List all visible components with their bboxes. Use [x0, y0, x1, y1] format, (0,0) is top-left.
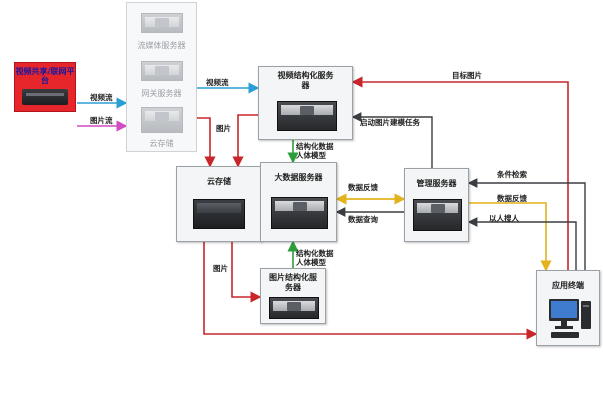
- platform-label: 视频共享/联网平台: [15, 67, 75, 85]
- data-feedback-label-1: 数据反馈: [348, 183, 378, 192]
- edge-storage-to-terminal: [203, 242, 538, 340]
- video-struct-server-label: 视频结构化服务 器: [277, 71, 334, 90]
- mgmt-server-node: 管理服务器: [404, 168, 469, 242]
- image-label-1: 图片: [216, 124, 231, 133]
- platform-device-icon: [22, 89, 68, 105]
- edge-image-1: [197, 117, 216, 168]
- gateway-server-icon: [141, 61, 183, 81]
- edge-start-modeling: [351, 112, 433, 168]
- cloud-storage-node: 云存储: [176, 166, 262, 242]
- start-modeling-label: 启动图片建模任务: [360, 118, 420, 127]
- storage-icon: [141, 107, 183, 133]
- server-icon: [269, 297, 319, 319]
- target-image-label: 目标图片: [452, 71, 482, 80]
- server-icon: [271, 197, 328, 229]
- app-terminal-label: 应用终端: [552, 281, 584, 290]
- platform-node: 视频共享/联网平台: [14, 62, 76, 112]
- big-data-server-node: 大数据服务器: [260, 162, 337, 242]
- edge-struct-to-storage: [232, 114, 258, 168]
- search-by-image-label: 以人搜人: [489, 214, 519, 223]
- struct-data-label-2: 结构化数据 人体模型: [296, 249, 334, 267]
- image-struct-server-node: 图片结构化服 务器: [260, 268, 326, 324]
- struct-data-label-1: 结构化数据 人体模型: [296, 142, 334, 160]
- edge-data-feedback-2: [469, 202, 552, 272]
- video-stream-label-2: 视频流: [206, 78, 229, 87]
- video-struct-server-node: 视频结构化服务 器: [258, 66, 353, 140]
- condition-search-label: 条件检索: [497, 170, 527, 179]
- edge-search-by-image: [467, 217, 577, 270]
- data-query-label: 数据查询: [348, 215, 378, 224]
- edge-condition-search: [467, 178, 586, 270]
- mgmt-server-label: 管理服务器: [416, 179, 457, 188]
- stream-server-label: 流媒体服务器: [137, 41, 186, 50]
- storage-label: 云存储: [149, 139, 174, 148]
- cloud-storage-label: 云存储: [207, 177, 231, 186]
- server-icon: [413, 199, 462, 231]
- video-stream-label-1: 视频流: [90, 93, 113, 102]
- edge-target-image: [351, 76, 569, 270]
- server-stack: 流媒体服务器 网关服务器 云存储: [126, 2, 197, 152]
- edge-image-2: [231, 242, 262, 303]
- gateway-server-label: 网关服务器: [141, 89, 182, 98]
- computer-icon: [549, 299, 591, 338]
- big-data-server-label: 大数据服务器: [274, 173, 323, 182]
- data-feedback-label-2: 数据反馈: [497, 194, 527, 203]
- image-stream-label: 图片流: [90, 116, 113, 125]
- image-label-2: 图片: [213, 264, 228, 273]
- image-struct-server-label: 图片结构化服 务器: [269, 273, 317, 292]
- stream-server-icon: [141, 13, 183, 33]
- server-icon: [277, 101, 337, 131]
- app-terminal-node: 应用终端: [536, 270, 600, 346]
- storage-icon: [193, 199, 245, 229]
